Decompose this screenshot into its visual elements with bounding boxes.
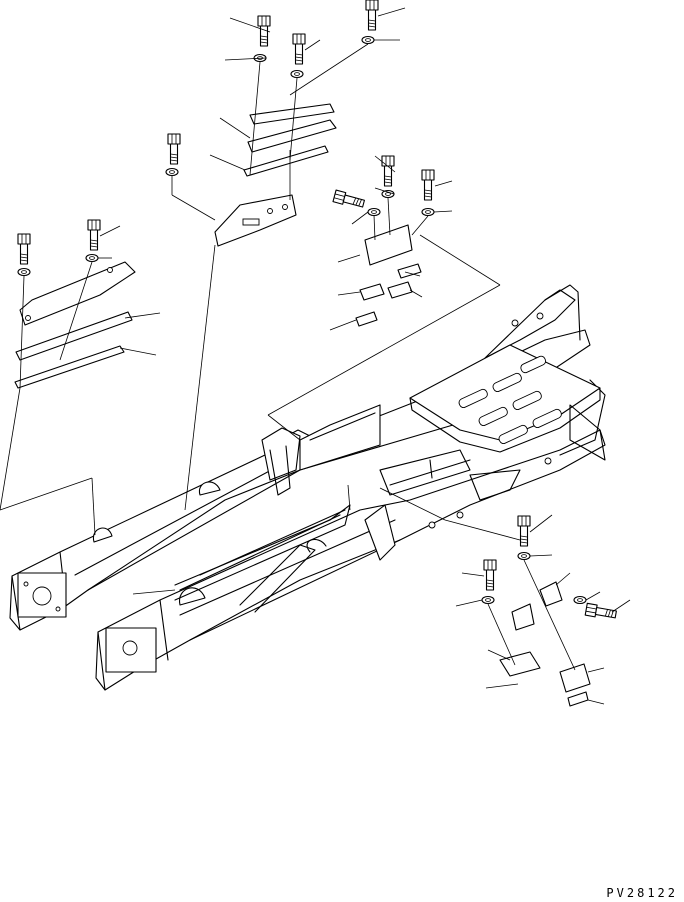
center-bracket-assembly	[355, 224, 422, 327]
drawing-code: PV28122	[606, 886, 678, 900]
leader-lines	[0, 7, 631, 705]
bolt-set	[17, 0, 618, 621]
upper-cover-assembly	[214, 103, 337, 247]
lower-right-bracket-assembly	[499, 581, 591, 707]
left-cover-assembly	[14, 261, 136, 389]
center-frame-deck	[379, 344, 606, 501]
